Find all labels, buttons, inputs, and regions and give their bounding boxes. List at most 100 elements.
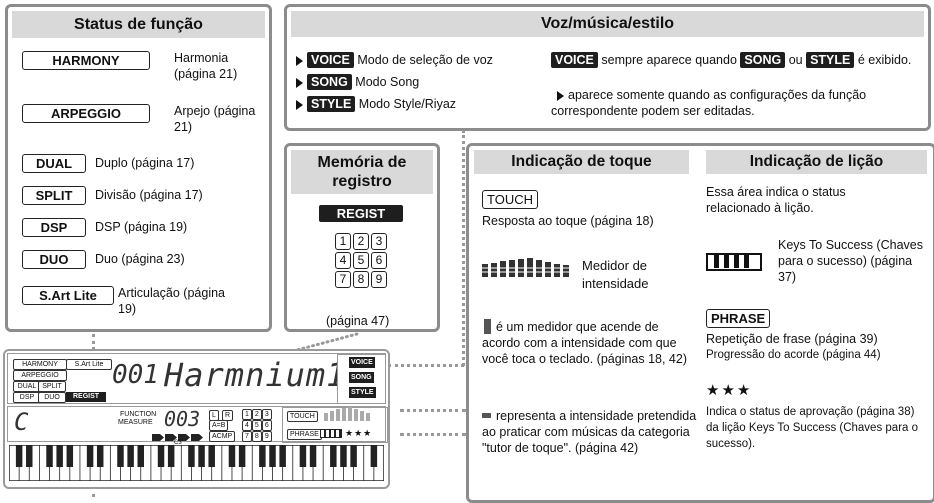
lcd-acmp: ACMP (209, 431, 236, 442)
voice-mode-desc: Modo de seleção de voz (357, 53, 493, 67)
lcd-grid-2: 2 (251, 409, 262, 420)
black-key (46, 445, 53, 467)
harmony-desc: Harmonia (página 21) (174, 51, 238, 81)
leader-status (92, 334, 95, 350)
lcd-arpeggio: ARPEGGIO (13, 370, 67, 381)
black-key (208, 445, 215, 467)
black-key (26, 445, 33, 467)
style-tag: STYLE (307, 96, 356, 112)
lcd-beat-arrows-icon (152, 431, 204, 441)
voice-song-style-title: Voz/música/estilo (291, 11, 924, 37)
lcd-number: 001 (112, 360, 159, 390)
leader-touch (400, 409, 466, 412)
black-key (238, 445, 246, 467)
lcd-grid-5: 5 (251, 420, 262, 431)
memory-4: 4 (335, 252, 351, 269)
split-desc: Divisão (página 17) (95, 188, 203, 202)
lcd-phrase: PHRASE (287, 429, 322, 440)
style-tag-inline: STYLE (806, 52, 855, 68)
dsp-desc: DSP (página 19) (95, 220, 188, 234)
memory-5: 5 (353, 252, 369, 269)
meter-bar-icon (484, 319, 491, 334)
memory-8: 8 (353, 271, 369, 288)
pointer-icon (557, 90, 564, 101)
black-key (117, 445, 124, 467)
lcd-function: FUNCTION (120, 411, 157, 418)
memory-1: 1 (335, 233, 351, 250)
black-key (279, 445, 286, 467)
lcd-grid-9: 9 (261, 431, 272, 442)
dual-desc: Duplo (página 17) (95, 156, 195, 170)
voice-note-2: aparece somente quando as configurações … (551, 87, 931, 119)
song-tag: SONG (307, 74, 352, 90)
keyboard-frame (8, 444, 385, 482)
stars-desc: Indica o status de aprovação (página 38)… (706, 406, 919, 450)
black-key (259, 445, 266, 467)
memory-3: 3 (371, 233, 387, 250)
lcd-voice-name: Harmnium1 (164, 356, 347, 394)
phrase-label: PHRASE (706, 309, 771, 328)
memory-9: 9 (371, 271, 387, 288)
black-key (340, 445, 347, 467)
lcd-dsp: DSP (13, 392, 41, 403)
dsp-label: DSP (22, 218, 86, 237)
song-mode-desc: Modo Song (355, 75, 420, 89)
phrase-desc-1: Repetição de frase (página 39) (706, 332, 878, 346)
lcd-style-tag: STYLE (349, 387, 376, 398)
black-key (96, 445, 104, 467)
lcd-ab: A=B (209, 420, 229, 431)
lcd-grid-4: 4 (242, 420, 252, 431)
lcd-c3: C3 (174, 440, 182, 446)
black-key (269, 445, 276, 467)
phrase-desc-2: Progressão do acorde (página 44) (706, 349, 881, 361)
lcd-harmony: HARMONY (13, 359, 67, 370)
lcd-touch-meter-icon (324, 407, 382, 421)
touch-title: Indicação de toque (474, 150, 689, 174)
arpeggio-label: ARPEGGIO (22, 104, 150, 123)
lcd-grid-3: 3 (261, 409, 272, 420)
memory-page: (página 47) (326, 314, 390, 328)
lcd-keys-icon (320, 429, 342, 438)
voice-note-1: VOICE sempre aparece quando SONG ou STYL… (551, 52, 926, 68)
keys-to-success-icon (706, 253, 762, 271)
black-key (137, 445, 144, 467)
note1-text-b: é exibido. (857, 53, 912, 67)
touch-desc: Resposta ao toque (página 18) (482, 214, 654, 228)
lcd-touch: TOUCH (287, 411, 318, 422)
note1-text-a: sempre aparece quando (601, 53, 737, 67)
black-key (350, 445, 357, 467)
pointer-icon (296, 99, 303, 110)
lcd-song-tag: SONG (349, 372, 374, 383)
pointer-icon (296, 77, 303, 88)
memory-2: 2 (353, 233, 369, 250)
mode-style: STYLE Modo Style/Riyaz (296, 96, 456, 112)
lcd-dual: DUAL (13, 381, 41, 392)
black-key (370, 445, 378, 467)
lesson-intro: Essa área indica o status relacionado à … (706, 185, 846, 215)
black-key (309, 445, 317, 467)
lcd-measure-number: 003 (164, 407, 201, 431)
lesson-title: Indicação de lição (706, 150, 927, 174)
touch-lesson-panel (466, 143, 934, 503)
touch-label: TOUCH (482, 190, 538, 209)
voice-tag: VOICE (307, 52, 354, 68)
black-key (188, 445, 195, 467)
black-key (198, 445, 205, 467)
black-key (299, 445, 307, 467)
meter-desc: é um medidor que acende de acordo com a … (482, 320, 687, 366)
function-status-title: Status de função (12, 11, 265, 38)
black-key (86, 445, 94, 467)
target-desc: representa a intensidade pretendida ao p… (482, 409, 697, 455)
leader-lesson (400, 433, 466, 436)
lcd-mid-row (7, 406, 386, 442)
note2-text: aparece somente quando as configurações … (551, 88, 867, 118)
mode-song: SONG Modo Song (296, 74, 419, 90)
registration-memory-panel: Memória de registro (284, 143, 440, 332)
stars-icon: ★★★ (706, 382, 753, 399)
target-bar-icon (482, 413, 491, 418)
sart-lite-label: S.Art Lite (22, 286, 114, 305)
black-key (66, 445, 74, 467)
voice-tag-inline: VOICE (551, 52, 598, 68)
leader-voice-v (462, 130, 465, 366)
